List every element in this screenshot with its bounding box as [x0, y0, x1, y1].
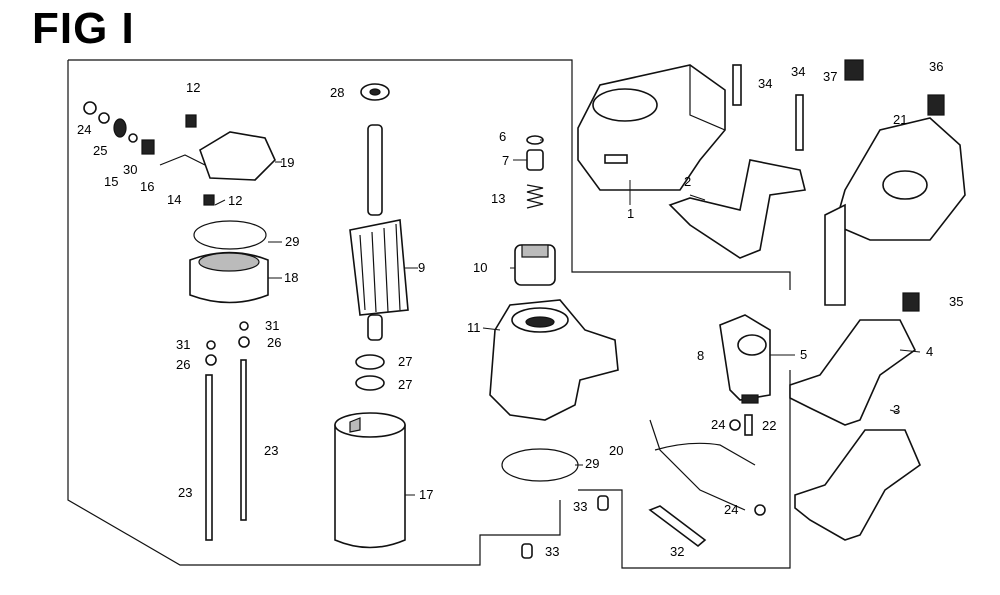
part-3-cover: [794, 429, 921, 541]
callout-22: 22: [762, 418, 776, 433]
part-4-cover: [789, 319, 917, 426]
part-29-o-ring: [501, 448, 579, 482]
callout-28: 28: [330, 85, 344, 100]
callout-23-right: 23: [264, 443, 278, 458]
callout-26-left: 26: [176, 357, 190, 372]
part-8-solenoid: [719, 314, 771, 404]
callout-24-left: 24: [77, 122, 91, 137]
callout-33-upper: 33: [573, 499, 587, 514]
callout-34-left: 34: [758, 76, 772, 91]
callout-13: 13: [491, 191, 505, 206]
part-12-brush-upper: [185, 114, 197, 128]
part-26-nut-left: [205, 354, 217, 366]
callout-5: 5: [800, 347, 807, 362]
callout-34-right: 34: [791, 64, 805, 79]
part-33-pin-lower: [521, 543, 533, 559]
leader-lines: [214, 139, 921, 496]
part-17-yoke: [334, 412, 406, 549]
part-23-bolt-left: [205, 374, 213, 541]
callout-31-left: 31: [176, 337, 190, 352]
part-22-screw: [744, 414, 753, 436]
callout-16: 16: [140, 179, 154, 194]
part-27-washer-a: [355, 354, 385, 370]
callout-4: 4: [926, 344, 933, 359]
part-31-washer-left: [206, 340, 216, 350]
part-13-spring: [526, 184, 544, 209]
callout-25: 25: [93, 143, 107, 158]
callout-20: 20: [609, 443, 623, 458]
part-36-clip: [927, 94, 945, 116]
part-1-bracket: [577, 64, 726, 191]
part-28-hole: [369, 88, 381, 96]
callout-29-lower: 29: [585, 456, 599, 471]
callout-21: 21: [893, 112, 907, 127]
part-21-bracket: [824, 117, 966, 306]
callout-27-upper: 27: [398, 354, 412, 369]
callout-19: 19: [280, 155, 294, 170]
part-24-nut: [83, 101, 97, 115]
part-30-washer: [128, 133, 138, 143]
part-25-washer: [98, 112, 110, 124]
callout-8: 8: [697, 348, 704, 363]
part-18-end-cover: [189, 251, 269, 304]
callout-18: 18: [284, 270, 298, 285]
callout-32: 32: [670, 544, 684, 559]
part-19-brush-holder: [199, 131, 276, 181]
part-12-brush-lower: [203, 194, 215, 206]
part-26-nut-right: [238, 336, 250, 348]
callout-24-right-a: 24: [711, 417, 725, 432]
part-15-insulator: [113, 118, 127, 138]
part-7-collar: [526, 149, 544, 171]
part-29-o-ring-upper: [193, 220, 267, 250]
callout-30: 30: [123, 162, 137, 177]
part-24-nut-right-a: [729, 419, 741, 431]
callout-15: 15: [104, 174, 118, 189]
part-11-drive-housing: [489, 299, 619, 421]
part-16-terminal: [141, 139, 155, 155]
callouts: 1 2 3 4 5 6 7 8 9 10 11 12 12 13 14 15 1…: [77, 59, 963, 559]
callout-36: 36: [929, 59, 943, 74]
part-32-strip: [648, 505, 707, 548]
part-34-bolt-b: [795, 94, 804, 151]
callout-10: 10: [473, 260, 487, 275]
callout-2: 2: [684, 174, 691, 189]
callout-1: 1: [627, 206, 634, 221]
callout-14: 14: [167, 192, 181, 207]
part-10-pinion: [514, 244, 556, 286]
part-31-washer-right: [239, 321, 249, 331]
part-2-plate: [668, 159, 806, 259]
part-14-brush-lead: [159, 154, 206, 166]
callout-23-left: 23: [178, 485, 192, 500]
callout-24-right-b: 24: [724, 502, 738, 517]
part-20-cable: [649, 419, 756, 511]
callout-26-right: 26: [267, 335, 281, 350]
callout-3: 3: [893, 402, 900, 417]
callout-33-lower: 33: [545, 544, 559, 559]
part-23-bolt-right: [240, 359, 247, 521]
callout-17: 17: [419, 487, 433, 502]
callout-37: 37: [823, 69, 837, 84]
callout-29-upper: 29: [285, 234, 299, 249]
part-33-pin-upper: [597, 495, 609, 511]
assembly-boundary: [67, 59, 791, 569]
callout-12-bottom: 12: [228, 193, 242, 208]
part-9-armature: [349, 124, 409, 341]
part-35-clip: [902, 292, 920, 312]
callout-27-lower: 27: [398, 377, 412, 392]
callout-35: 35: [949, 294, 963, 309]
figure-title: FIG I: [32, 4, 135, 53]
callout-11: 11: [467, 320, 481, 335]
callout-9: 9: [418, 260, 425, 275]
part-27-washer-b: [355, 375, 385, 391]
callout-7: 7: [502, 153, 509, 168]
part-37-clip: [844, 59, 864, 81]
part-34-bolt-a: [732, 64, 742, 106]
callout-12-top: 12: [186, 80, 200, 95]
part-24-nut-right-b: [754, 504, 766, 516]
callout-6: 6: [499, 129, 506, 144]
callout-31-right: 31: [265, 318, 279, 333]
